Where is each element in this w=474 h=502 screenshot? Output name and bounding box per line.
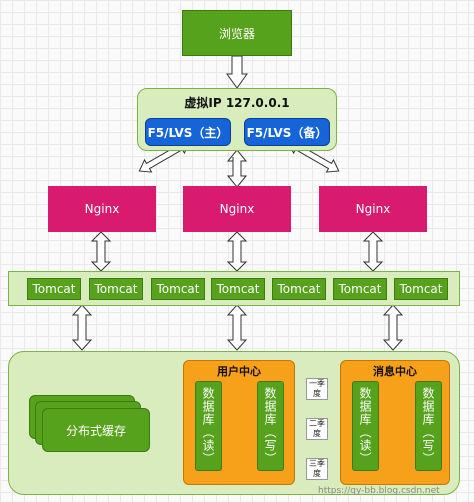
tomcat-node-1: Tomcat	[27, 278, 81, 300]
nginx-node-3: Nginx	[319, 186, 427, 232]
arrow-nginx-tomcat-3	[362, 231, 384, 272]
distributed-cache: 分布式缓存	[42, 408, 150, 452]
browser-label: 浏览器	[218, 26, 255, 41]
quarter-box-1: 一季 度	[306, 378, 328, 400]
lb-backup-label: F5/LVS（备）	[246, 125, 328, 140]
nginx-node-1: Nginx	[48, 186, 156, 232]
virtual-ip-title: 虚拟IP 127.0.0.1	[184, 96, 290, 110]
quarter-box-3: 三季 度	[306, 458, 328, 480]
arrow-tomcat-cache	[71, 304, 93, 351]
tomcat-node-6: Tomcat	[333, 278, 387, 300]
lb-primary: F5/LVS（主）	[145, 118, 231, 146]
nginx-label: Nginx	[219, 202, 255, 216]
db-write-label: 数据库（写）	[421, 387, 435, 465]
db-read-label: 数据库（读）	[358, 387, 372, 465]
tomcat-label: Tomcat	[216, 282, 260, 296]
lb-primary-label: F5/LVS（主）	[147, 125, 229, 140]
arrow-tomcat-message	[382, 304, 404, 351]
message-db-write: 数据库（写）	[415, 381, 442, 471]
lb-backup: F5/LVS（备）	[244, 118, 330, 146]
nginx-label: Nginx	[355, 202, 391, 216]
browser-node: 浏览器	[182, 10, 292, 56]
db-write-label: 数据库（写）	[263, 387, 277, 465]
user-db-write: 数据库（写）	[257, 381, 284, 471]
arrow-browser-vip	[226, 55, 248, 89]
message-db-read: 数据库（读）	[352, 381, 379, 471]
cache-label: 分布式缓存	[65, 423, 126, 438]
arrow-tomcat-user	[226, 304, 248, 351]
quarter-label: 一季 度	[309, 379, 325, 398]
tomcat-label: Tomcat	[338, 282, 382, 296]
watermark: https://qy-bb.blog.csdn.net	[318, 486, 440, 496]
db-read-label: 数据库（读）	[201, 387, 215, 465]
tomcat-label: Tomcat	[156, 282, 200, 296]
nginx-label: Nginx	[84, 202, 120, 216]
arrow-nginx-tomcat-1	[90, 231, 112, 272]
quarter-label: 二季 度	[309, 419, 325, 438]
arrow-vip-nginx-2	[226, 149, 248, 188]
tomcat-label: Tomcat	[399, 282, 443, 296]
tomcat-node-5: Tomcat	[272, 278, 326, 300]
tomcat-label: Tomcat	[32, 282, 76, 296]
tomcat-node-3: Tomcat	[151, 278, 205, 300]
user-center-title: 用户中心	[217, 365, 261, 378]
quarter-label: 三季 度	[309, 459, 325, 478]
message-center-title: 消息中心	[373, 365, 417, 378]
nginx-node-2: Nginx	[183, 186, 291, 232]
quarter-box-2: 二季 度	[306, 418, 328, 440]
user-db-read: 数据库（读）	[195, 381, 222, 471]
tomcat-label: Tomcat	[94, 282, 138, 296]
tomcat-node-2: Tomcat	[89, 278, 143, 300]
tomcat-node-7: Tomcat	[394, 278, 448, 300]
tomcat-label: Tomcat	[277, 282, 321, 296]
arrow-nginx-tomcat-2	[226, 231, 248, 272]
tomcat-node-4: Tomcat	[211, 278, 265, 300]
